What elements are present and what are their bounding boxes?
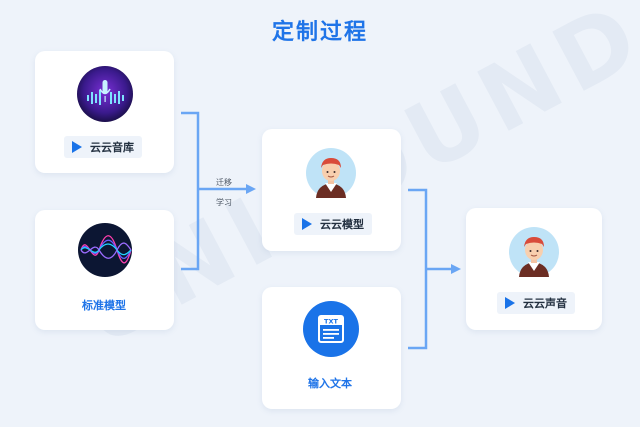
avatar-icon (509, 227, 559, 277)
left-arrowhead (246, 184, 256, 194)
arrow-label-learn: 学习 (216, 198, 232, 207)
left-bracket-line (181, 111, 200, 271)
play-icon (505, 297, 515, 309)
yun-model-label: 云云模型 (320, 218, 364, 231)
card-input-text[interactable]: TXT 输入文本 (262, 287, 401, 409)
txt-file-icon: TXT (303, 301, 359, 357)
play-icon (302, 218, 312, 230)
right-arrowhead (451, 264, 461, 274)
yun-voice-label: 云云声音 (523, 297, 567, 310)
yun-model-badge: 云云模型 (294, 213, 372, 235)
avatar-icon (306, 148, 356, 198)
card-yun-voice[interactable]: 云云声音 (466, 208, 602, 330)
yun-library-label: 云云音库 (90, 141, 134, 154)
sound-wave-icon (78, 223, 132, 277)
yun-library-badge: 云云音库 (64, 136, 142, 158)
input-text-label: 输入文本 (308, 377, 352, 390)
yun-voice-badge: 云云声音 (497, 292, 575, 314)
voice-mic-icon (77, 66, 133, 122)
right-bracket-line (408, 188, 428, 350)
page-title: 定制过程 (271, 20, 368, 45)
txt-icon-label: TXT (324, 318, 338, 326)
card-standard-model[interactable]: 标准模型 (35, 210, 174, 330)
standard-model-label: 标准模型 (82, 299, 126, 312)
card-yun-library[interactable]: 云云音库 (35, 51, 174, 173)
card-yun-model[interactable]: 云云模型 (262, 129, 401, 251)
arrow-label-transfer: 迁移 (216, 178, 232, 187)
play-icon (72, 141, 82, 153)
